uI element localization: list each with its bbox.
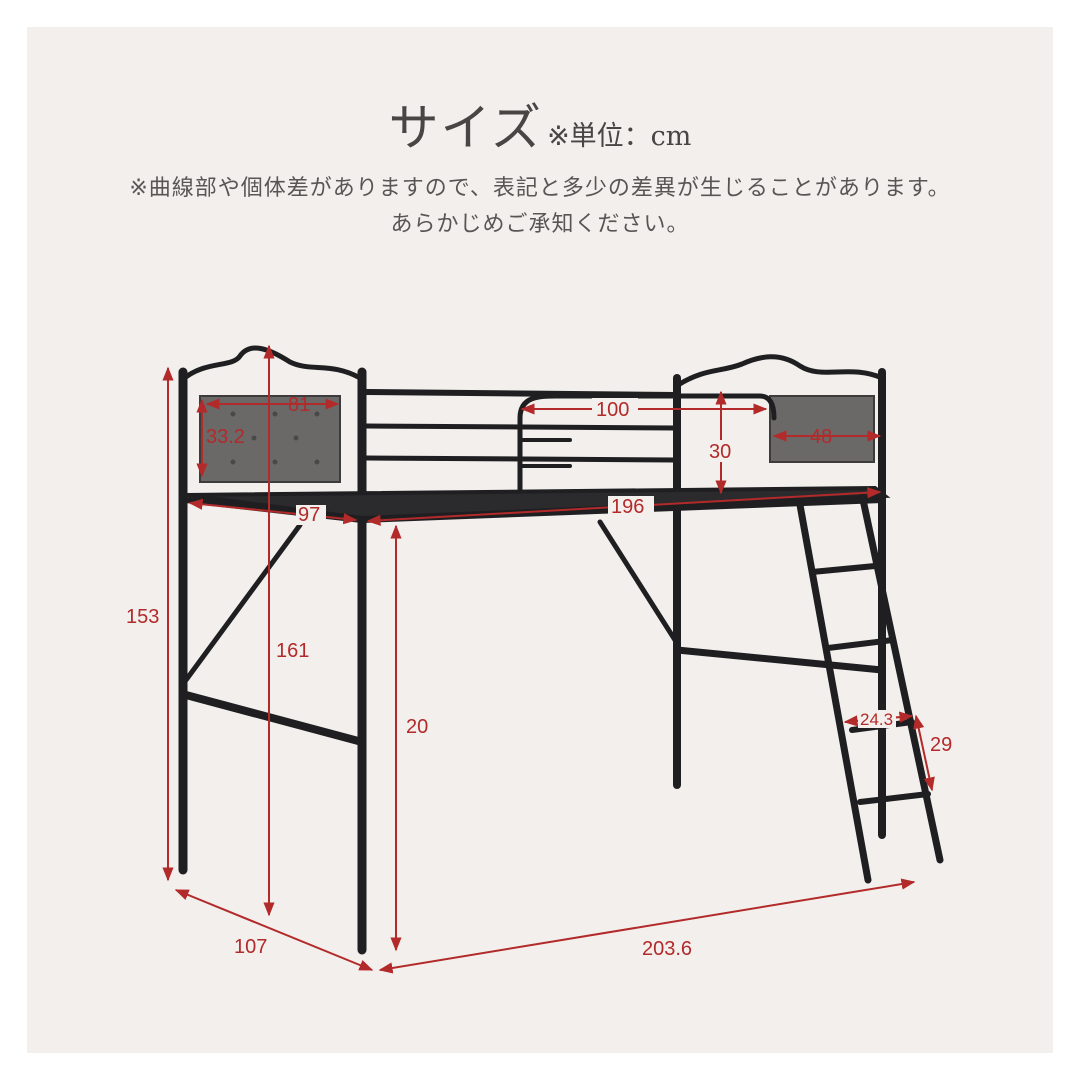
dim-bed-width: 97 — [298, 504, 320, 526]
dim-under-clearance: 20 — [406, 716, 428, 738]
dim-headboard-height: 33.2 — [206, 426, 245, 448]
dim-depth: 107 — [234, 936, 267, 958]
dim-ladder-step-gap: 29 — [930, 734, 952, 756]
dim-footboard-width: 48 — [810, 426, 832, 448]
dim-total-length: 203.6 — [642, 938, 692, 960]
unit-note: ※単位：cm — [547, 121, 692, 152]
title-text: サイズ — [388, 99, 544, 157]
page-title: サイズ※単位：cm — [0, 88, 1080, 160]
disclaimer-line-1: ※曲線部や個体差がありますので、表記と多少の差異が生じることがあります。 — [129, 176, 951, 201]
dimension-lines — [162, 344, 935, 974]
dim-height-161: 161 — [276, 640, 309, 662]
dim-headboard-width: 81 — [288, 394, 310, 416]
dim-ladder-step-width: 24.3 — [860, 710, 893, 729]
dim-height-153: 153 — [126, 606, 159, 628]
dim-bed-length: 196 — [611, 496, 644, 518]
right-headboard-cushion — [769, 395, 875, 463]
dim-guard-height: 30 — [709, 441, 731, 463]
disclaimer-line-2: あらかじめご承知ください。 — [390, 212, 690, 237]
dim-guard-length: 100 — [596, 399, 629, 421]
dimension-labels: 81 33.2 100 30 48 97 196 153 161 20 24.3… — [126, 394, 952, 960]
